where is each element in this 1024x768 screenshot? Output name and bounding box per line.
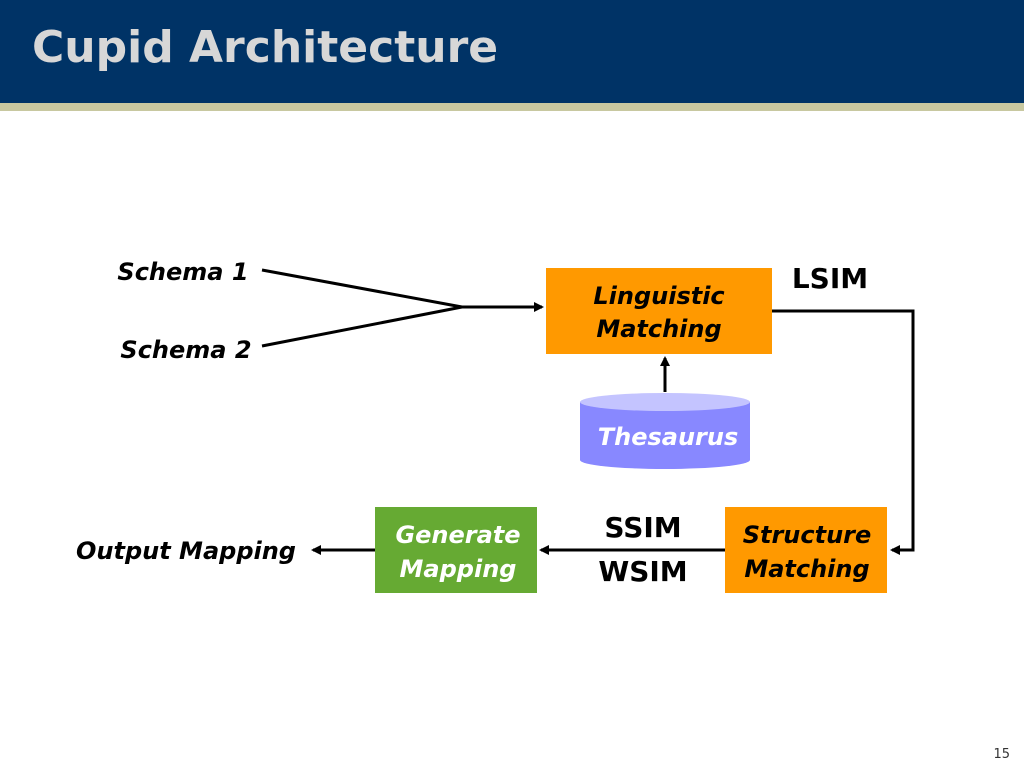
- linguistic-matching-line2: Matching: [596, 315, 721, 343]
- title-underline-stripe: [0, 103, 1024, 111]
- ssim-label: SSIM: [604, 511, 681, 544]
- schema-2-connector: [261, 305, 463, 348]
- wsim-label: WSIM: [598, 555, 687, 588]
- structure-matching-line2: Matching: [744, 555, 869, 583]
- generate-mapping-line2: Mapping: [400, 555, 517, 583]
- thesaurus-database: [580, 393, 750, 469]
- linguistic-to-structure-arrow: [772, 309, 915, 555]
- schema-1-label: Schema 1: [117, 258, 248, 286]
- thesaurus-label: Thesaurus: [598, 423, 739, 451]
- lsim-label: LSIM: [792, 262, 868, 295]
- linguistic-matching-line1: Linguistic: [593, 282, 724, 310]
- slide-title: Cupid Architecture: [32, 22, 499, 73]
- page-number: 15: [993, 747, 1010, 762]
- output-mapping-label: Output Mapping: [76, 537, 296, 565]
- linguistic-matching-box: [546, 268, 772, 354]
- structure-matching-box: [725, 507, 887, 593]
- schema-1-connector: [261, 268, 463, 309]
- schema-2-label: Schema 2: [120, 336, 251, 364]
- generate-mapping-box: [375, 507, 537, 593]
- generate-mapping-line1: Generate: [395, 521, 520, 549]
- structure-matching-line1: Structure: [743, 521, 872, 549]
- title-bar: Cupid Architecture: [0, 0, 1024, 103]
